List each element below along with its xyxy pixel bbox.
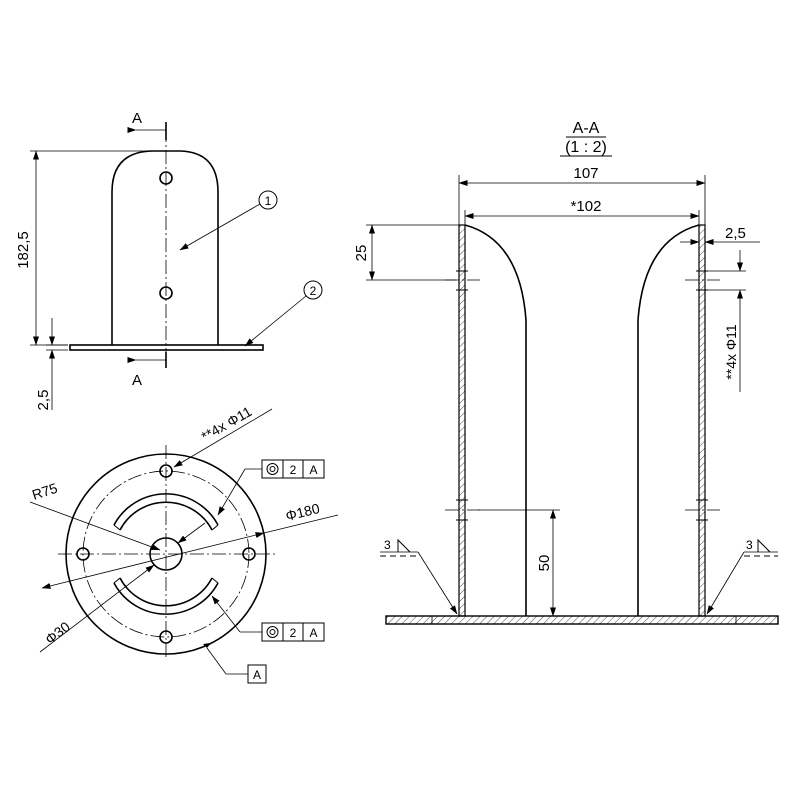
dim-width-outer: 107 bbox=[458, 165, 706, 225]
datum-a-label: A bbox=[253, 668, 261, 682]
section-cut-bottom: A bbox=[127, 352, 167, 389]
dim-center-diameter: Φ30 bbox=[39, 522, 206, 653]
weld-symbol-left: 3 bbox=[380, 538, 458, 615]
section-name: A-A bbox=[573, 120, 600, 137]
fcf-1-tolerance: 2 bbox=[290, 463, 297, 477]
dim-width-inner: *102 bbox=[464, 198, 700, 225]
dim-top-curve: 25 bbox=[353, 224, 459, 281]
height-total-label: 182,5 bbox=[15, 231, 32, 269]
fcf-2-tolerance: 2 bbox=[290, 626, 297, 640]
section-scale: (1 : 2) bbox=[565, 139, 607, 156]
dim-height-total: 182,5 bbox=[15, 150, 150, 346]
base-plate bbox=[69, 344, 264, 351]
fcf-2-datum: A bbox=[309, 626, 317, 640]
dim-bolt-radius: R75 bbox=[29, 480, 161, 551]
weld-left-size: 3 bbox=[384, 538, 391, 552]
right-wall bbox=[698, 224, 706, 617]
cut-label-bottom: A bbox=[132, 372, 142, 389]
fcf-1-datum: A bbox=[309, 463, 317, 477]
top-view: **4x Φ11 R75 Φ180 Φ30 2 A bbox=[29, 403, 339, 684]
sleeve-outline bbox=[111, 150, 219, 345]
hole-bottom bbox=[159, 630, 173, 644]
section-view: A-A (1 : 2) bbox=[353, 120, 779, 625]
wall-arc-top-outer bbox=[113, 493, 219, 526]
fcf-2: 2 A bbox=[211, 595, 325, 642]
wall-thickness-label: 2,5 bbox=[725, 225, 746, 242]
width-inner-label: *102 bbox=[571, 198, 602, 215]
plate-thickness-label: 2,5 bbox=[35, 390, 52, 411]
concentricity-icon bbox=[266, 626, 279, 638]
balloon-1-label: 1 bbox=[265, 194, 272, 208]
section-title: A-A (1 : 2) bbox=[560, 120, 612, 157]
section-cut-top: A bbox=[127, 110, 167, 140]
balloon-2: 2 bbox=[244, 280, 323, 347]
left-inner-profile bbox=[464, 224, 527, 616]
width-outer-label: 107 bbox=[573, 165, 598, 182]
holes-top-label: **4x Φ11 bbox=[199, 403, 255, 445]
balloon-1: 1 bbox=[179, 190, 278, 251]
weld-symbol-right: 3 bbox=[706, 538, 778, 615]
hole-top bbox=[159, 464, 173, 478]
dim-outer-diameter: Φ180 bbox=[41, 500, 339, 589]
section-base-plate bbox=[385, 615, 779, 625]
dim-holes-side: **4x Φ11 bbox=[705, 250, 746, 392]
fcf-1: 2 A bbox=[217, 459, 325, 516]
bolt-radius-label: R75 bbox=[30, 480, 60, 503]
right-inner-profile bbox=[637, 224, 700, 616]
wall-arc-top-inner bbox=[119, 501, 213, 531]
slot-height-label: 50 bbox=[536, 555, 553, 572]
balloon-2-label: 2 bbox=[310, 284, 317, 298]
front-view: A A 182,5 2,5 1 bbox=[15, 110, 323, 410]
concentricity-icon bbox=[266, 463, 279, 475]
wall-arc-bottom-outer bbox=[113, 582, 219, 615]
left-wall bbox=[458, 224, 466, 617]
weld-right-size: 3 bbox=[746, 538, 753, 552]
top-curve-label: 25 bbox=[353, 245, 370, 262]
dim-slot-height: 50 bbox=[478, 509, 560, 617]
dim-plate-thickness: 2,5 bbox=[35, 318, 68, 410]
center-dia-label: Φ30 bbox=[42, 618, 73, 647]
wall-arc-bottom-inner bbox=[119, 577, 213, 607]
datum-a: A bbox=[203, 643, 267, 684]
holes-side-label: **4x Φ11 bbox=[723, 324, 739, 379]
dim-wall-thickness: 2,5 bbox=[680, 225, 760, 248]
cut-label-top: A bbox=[132, 110, 142, 127]
